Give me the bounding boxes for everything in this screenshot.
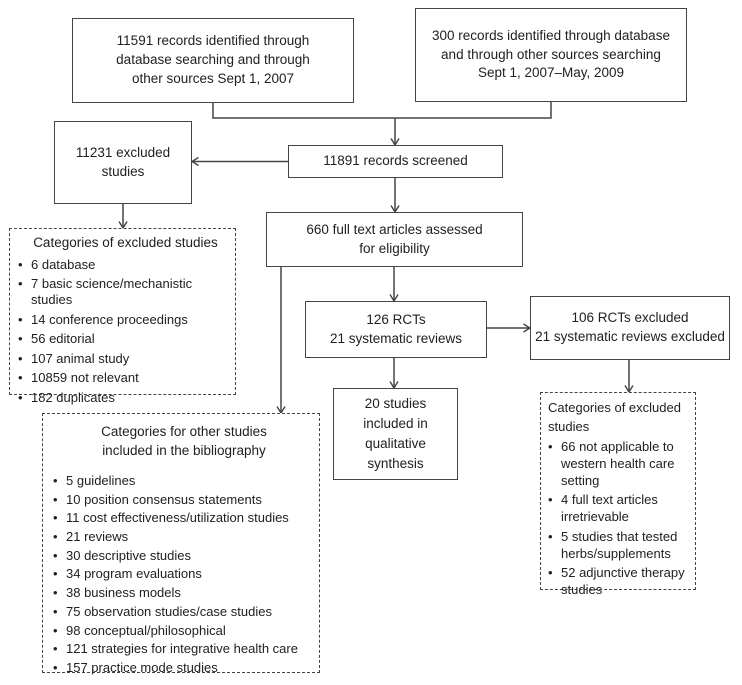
bullet-icon: • xyxy=(18,350,23,366)
list-item: • 56 editorial xyxy=(18,331,95,347)
box-text-line: qualitative xyxy=(365,436,426,451)
list-item: • 14 conference proceedings xyxy=(18,311,188,327)
list-item: • 11 cost effectiveness/utilization stud… xyxy=(53,510,289,526)
list-item: • 4 full text articles irretrievable xyxy=(548,492,658,525)
bullet-icon: • xyxy=(548,528,553,544)
list-item: • 98 conceptual/philosophical xyxy=(53,622,226,638)
box-rcts-systematic-reviews: 126 RCTs 21 systematic reviews xyxy=(305,301,487,358)
box-text-line: database searching and through xyxy=(116,52,310,68)
connector-top-merge xyxy=(212,102,552,119)
bullet-icon: • xyxy=(53,566,58,582)
bullet-icon: • xyxy=(53,491,58,507)
bullet-icon: • xyxy=(53,603,58,619)
box-text-line: 11891 records screened xyxy=(323,153,468,169)
bullet-icon: • xyxy=(548,492,553,508)
list-item: • 157 practice mode studies xyxy=(53,659,218,675)
list-item: • 5 studies that tested herbs/supplement… xyxy=(548,528,678,561)
list-item: • 75 observation studies/case studies xyxy=(53,603,272,619)
box-rcts-excluded: 106 RCTs excluded 21 systematic reviews … xyxy=(530,296,730,360)
panel-title: Categories of excluded studies xyxy=(33,235,218,250)
list-item: • 30 descriptive studies xyxy=(53,547,192,563)
list-item: • 34 program evaluations xyxy=(53,566,202,582)
list-item: • 10 position consensus statements xyxy=(53,491,262,507)
list-item: • 52 adjunctive therapy studies xyxy=(548,564,685,597)
box-text-line: 20 studies xyxy=(364,396,427,412)
list-item: • 21 reviews xyxy=(53,528,129,544)
box-text-line: 11591 records identified through xyxy=(116,33,310,49)
list-item: • 6 database xyxy=(18,256,96,272)
panel-bibliography-categories: Categories for other studies included in… xyxy=(42,413,320,675)
box-records-identified-2009: 300 records identified through database … xyxy=(415,8,687,102)
box-text-line: 21 systematic reviews excluded xyxy=(535,329,725,344)
bullet-icon: • xyxy=(18,390,23,406)
bullet-icon: • xyxy=(53,547,58,563)
bullet-icon: • xyxy=(548,564,553,580)
panel-title: Categories for other studies included in… xyxy=(101,424,267,458)
bullet-icon: • xyxy=(53,659,58,675)
box-text-line: 300 records identified through database xyxy=(432,27,670,43)
list-item: • 38 business models xyxy=(53,585,181,601)
list-item: • 5 guidelines xyxy=(53,472,136,488)
box-text-line: 106 RCTs excluded xyxy=(571,310,689,326)
bullet-icon: • xyxy=(53,622,58,638)
panel-title: Categories of excluded studies xyxy=(548,400,681,434)
box-text-line: and through other sources searching xyxy=(441,46,661,62)
list-item: • 121 strategies for integrative health … xyxy=(53,641,298,657)
list-item: • 10859 not relevant xyxy=(18,370,139,386)
box-records-identified-2007: 11591 records identified through databas… xyxy=(72,18,354,103)
box-qualitative-synthesis: 20 studies included in qualitative synth… xyxy=(333,388,458,480)
box-text-line: 21 systematic reviews xyxy=(329,330,463,346)
box-records-screened: 11891 records screened xyxy=(288,145,503,178)
bullet-icon: • xyxy=(18,331,23,347)
list-item: • 182 duplicates xyxy=(18,390,115,406)
box-text-line: included in xyxy=(363,416,428,432)
bullet-icon: • xyxy=(18,256,23,272)
box-text-line: Sept 1, 2007–May, 2009 xyxy=(477,65,625,81)
bullet-icon: • xyxy=(53,585,58,601)
bullet-icon: • xyxy=(53,472,58,488)
box-text-line: 660 full text articles assessed xyxy=(306,221,483,237)
box-excluded-studies: 11231 excluded studies xyxy=(54,121,192,204)
box-text-line: studies xyxy=(101,163,145,179)
box-fulltext-assessed: 660 full text articles assessed for elig… xyxy=(266,212,523,267)
list-item: • 66 not applicable to western health ca… xyxy=(548,439,675,488)
bullet-icon: • xyxy=(18,370,23,386)
box-text-line: synthesis xyxy=(367,455,424,471)
bullet-icon: • xyxy=(18,276,23,292)
bullet-icon: • xyxy=(18,311,23,327)
bullet-icon: • xyxy=(53,510,58,526)
box-text-line: for eligibility xyxy=(359,240,430,256)
panel-excluded-categories: Categories of excluded studies • 6 datab… xyxy=(9,228,236,405)
panel-rct-excluded-categories: Categories of excluded studies • 66 not … xyxy=(540,392,696,597)
bullet-icon: • xyxy=(53,528,58,544)
box-text-line: 126 RCTs xyxy=(366,311,426,327)
box-text-line: other sources Sept 1, 2007 xyxy=(131,70,295,86)
box-text-line: 11231 excluded xyxy=(75,144,171,160)
list-item: • 107 animal study xyxy=(18,350,130,366)
list-item: • 7 basic science/mechanistic studies xyxy=(18,276,193,308)
bullet-icon: • xyxy=(548,439,553,455)
bullet-icon: • xyxy=(53,641,58,657)
